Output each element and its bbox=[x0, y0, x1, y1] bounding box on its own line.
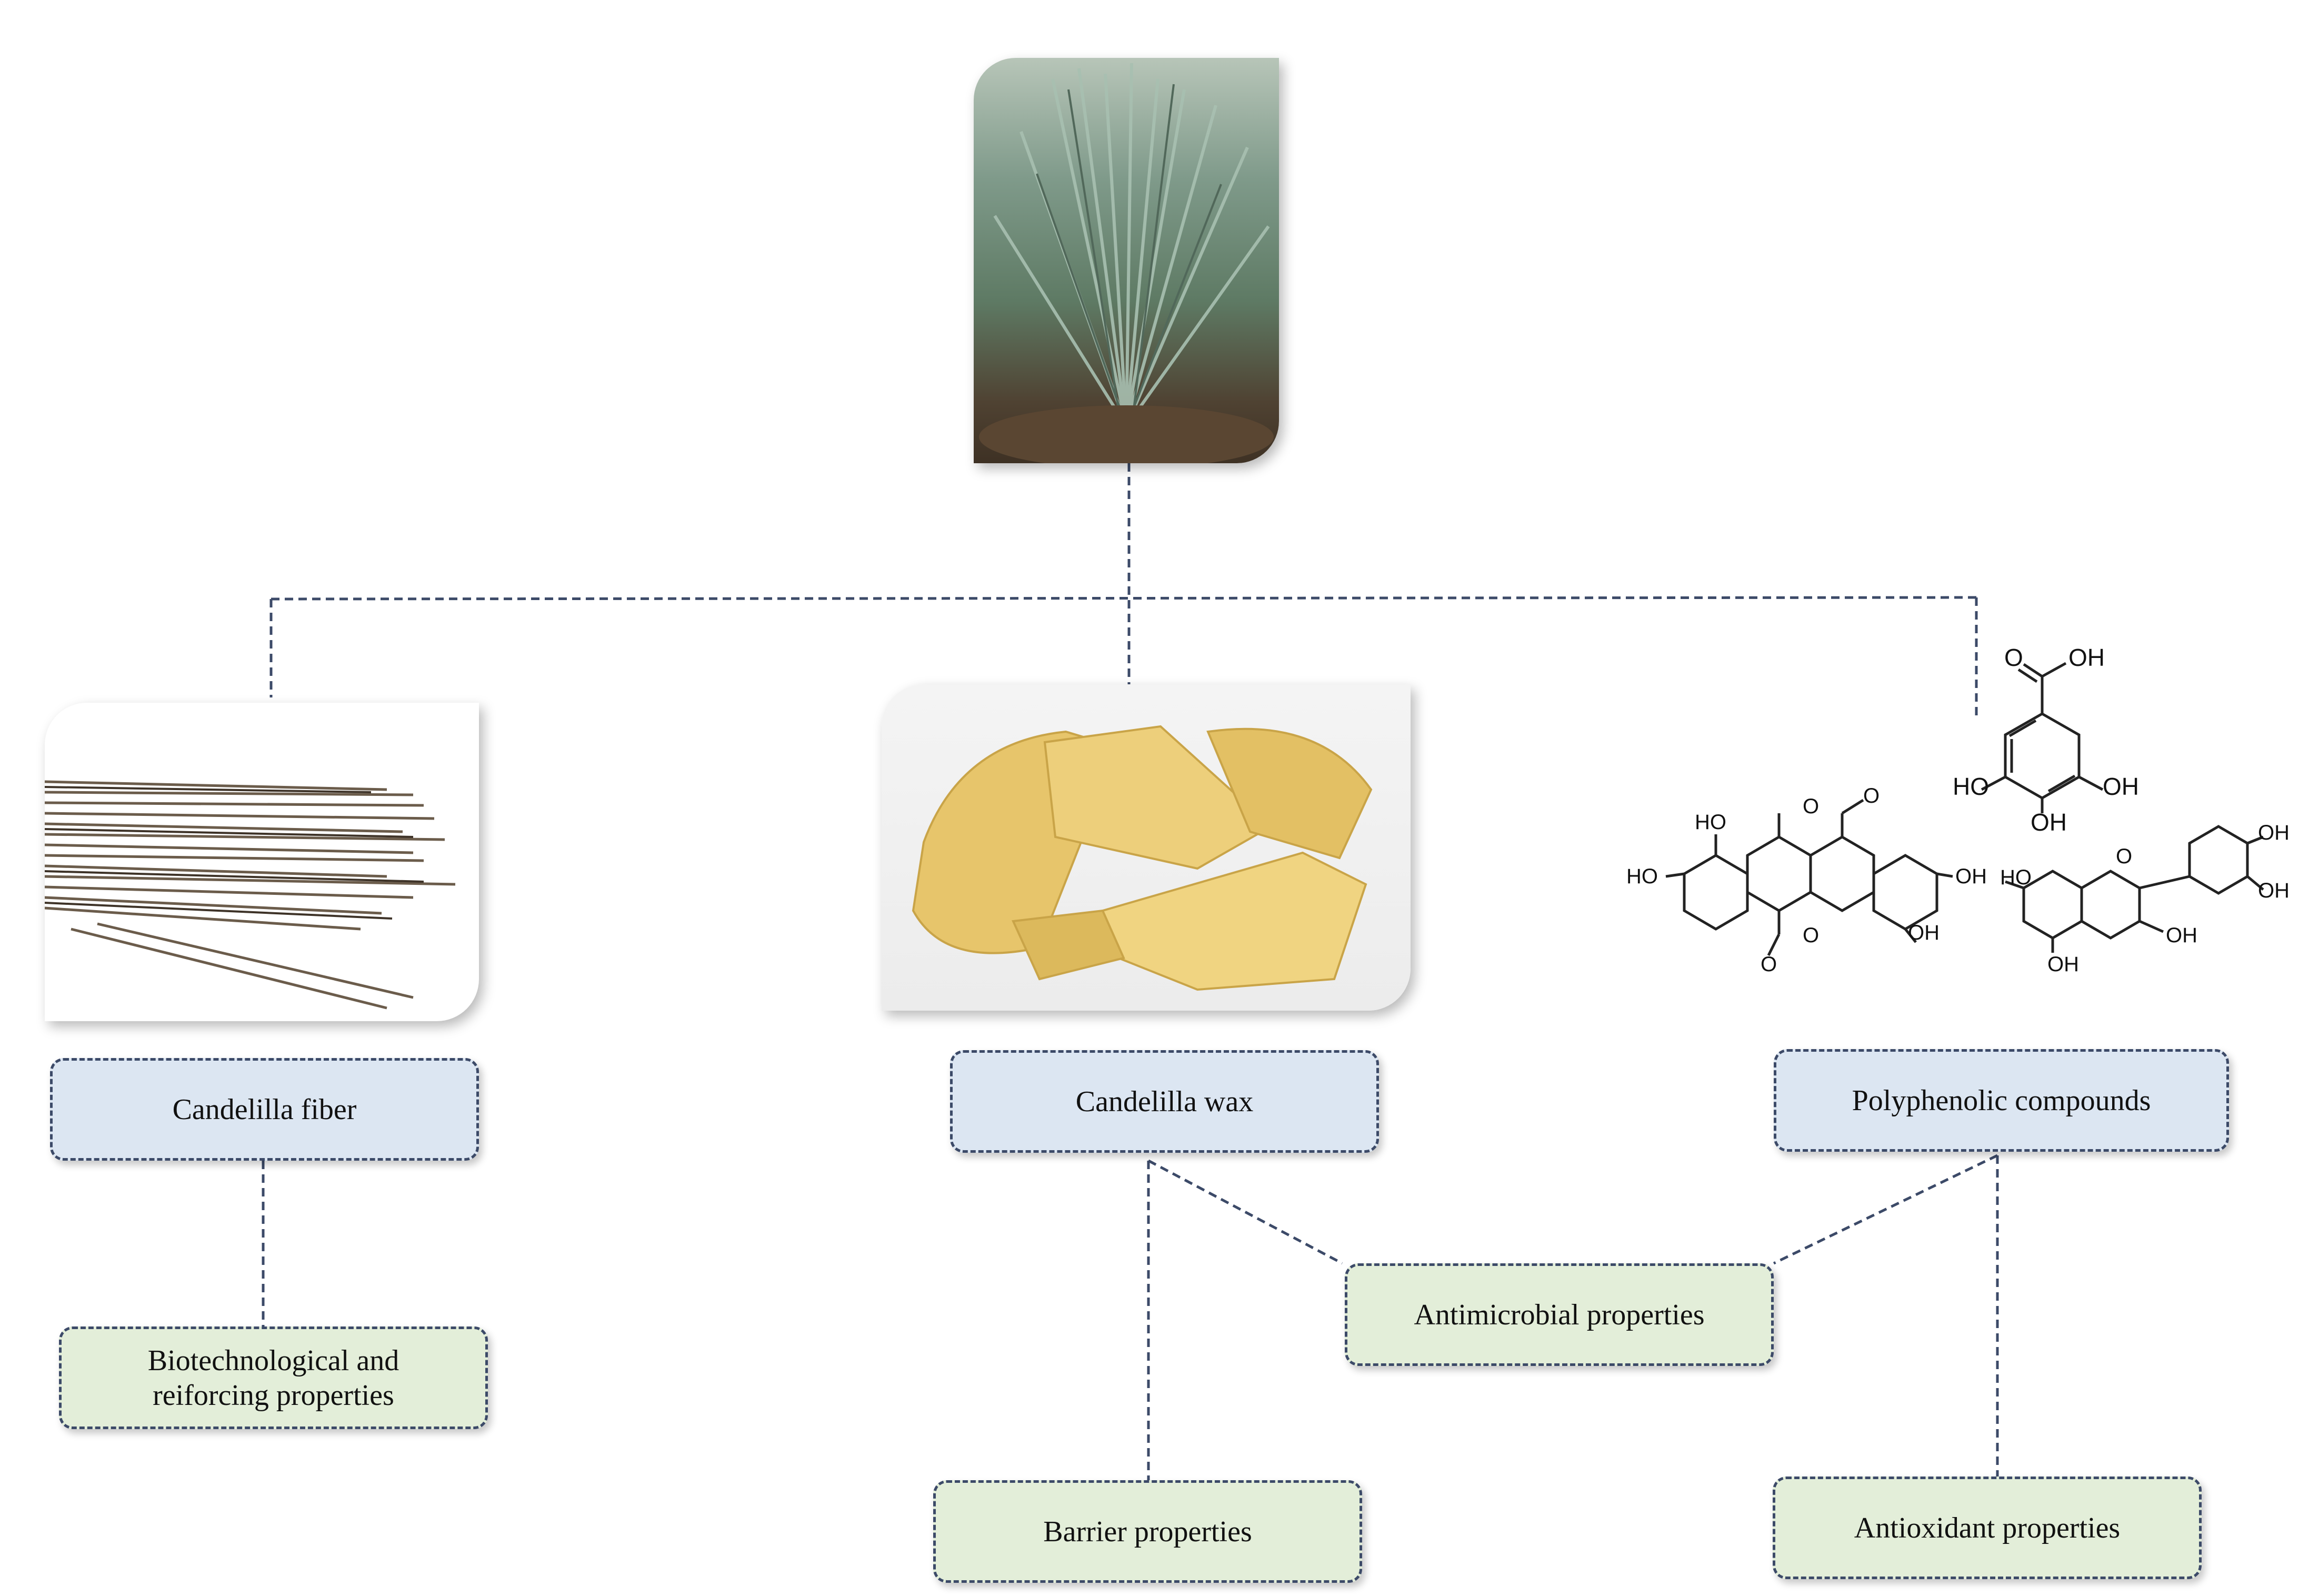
connector-polyphenols-to-antimicrobial bbox=[1773, 1154, 1998, 1265]
antimicrobial-properties-box: Antimicrobial properties bbox=[1345, 1263, 1774, 1366]
catechin-structure bbox=[2005, 825, 2264, 953]
barrier-properties-label: Barrier properties bbox=[1043, 1515, 1252, 1548]
candelilla-wax-photo bbox=[882, 684, 1411, 1011]
wax-pieces-graphic bbox=[912, 725, 1373, 991]
fiber-strands-graphic bbox=[45, 780, 456, 1010]
candelilla-fiber-label: Candelilla fiber bbox=[172, 1093, 357, 1126]
gallic-HO-label: HO bbox=[1953, 773, 1989, 800]
polyphenolic-compounds-box: Polyphenolic compounds bbox=[1774, 1049, 2229, 1152]
catechin-OH-label-3: OH bbox=[2166, 924, 2197, 947]
gallic-OH-top-label: OH bbox=[2068, 644, 2105, 671]
catechin-OH-label-1: OH bbox=[2258, 821, 2290, 844]
catechin-OH-label-2: OH bbox=[2258, 879, 2290, 902]
biotechnological-properties-label-line1: Biotechnological and bbox=[147, 1344, 399, 1377]
candelilla-fiber-box: Candelilla fiber bbox=[50, 1058, 479, 1161]
biotechnological-properties-box: Biotechnological and reiforcing properti… bbox=[59, 1326, 488, 1429]
ellagic-HO-label-2: HO bbox=[1626, 865, 1658, 888]
candelilla-wax-box: Candelilla wax bbox=[950, 1050, 1379, 1153]
gallic-OH-right-label: OH bbox=[2103, 773, 2139, 800]
ellagic-O-label-1: O bbox=[1803, 795, 1819, 818]
ellagic-O-label-2: O bbox=[1863, 784, 1880, 807]
gallic-OH-bottom-label: OH bbox=[2031, 809, 2067, 836]
candelilla-wax-label: Candelilla wax bbox=[1075, 1085, 1254, 1118]
antimicrobial-properties-label: Antimicrobial properties bbox=[1414, 1298, 1705, 1331]
gallic-O-label: O bbox=[2004, 644, 2023, 671]
barrier-properties-box: Barrier properties bbox=[933, 1480, 1362, 1583]
antioxidant-properties-label: Antioxidant properties bbox=[1854, 1511, 2121, 1544]
connector-wax-to-antimicrobial bbox=[1147, 1159, 1343, 1265]
antioxidant-properties-box: Antioxidant properties bbox=[1773, 1477, 2202, 1579]
ellagic-O-label-3: O bbox=[1803, 924, 1819, 947]
gallic-acid-structure bbox=[1981, 662, 2104, 813]
candelilla-plant-photo bbox=[974, 58, 1279, 463]
ellagic-OH-label-1: OH bbox=[1955, 865, 1987, 888]
ellagic-acid-structure bbox=[1665, 799, 1953, 956]
polyphenolic-compounds-label: Polyphenolic compounds bbox=[1852, 1084, 2151, 1117]
catechin-O-label: O bbox=[2116, 845, 2132, 868]
connector-lines bbox=[262, 463, 1999, 1482]
catechin-HO-label: HO bbox=[2000, 866, 2032, 889]
connector-horizontal-bus bbox=[271, 596, 1977, 601]
ellagic-OH-label-2: OH bbox=[1908, 921, 1940, 944]
plant-stems-graphic bbox=[979, 63, 1274, 463]
candelilla-fiber-photo bbox=[45, 703, 479, 1021]
catechin-OH-label-4: OH bbox=[2047, 953, 2079, 976]
biotechnological-properties-label-line2: reiforcing properties bbox=[153, 1379, 394, 1412]
ellagic-O-label-4: O bbox=[1761, 953, 1777, 976]
ellagic-HO-label-1: HO bbox=[1695, 811, 1726, 834]
